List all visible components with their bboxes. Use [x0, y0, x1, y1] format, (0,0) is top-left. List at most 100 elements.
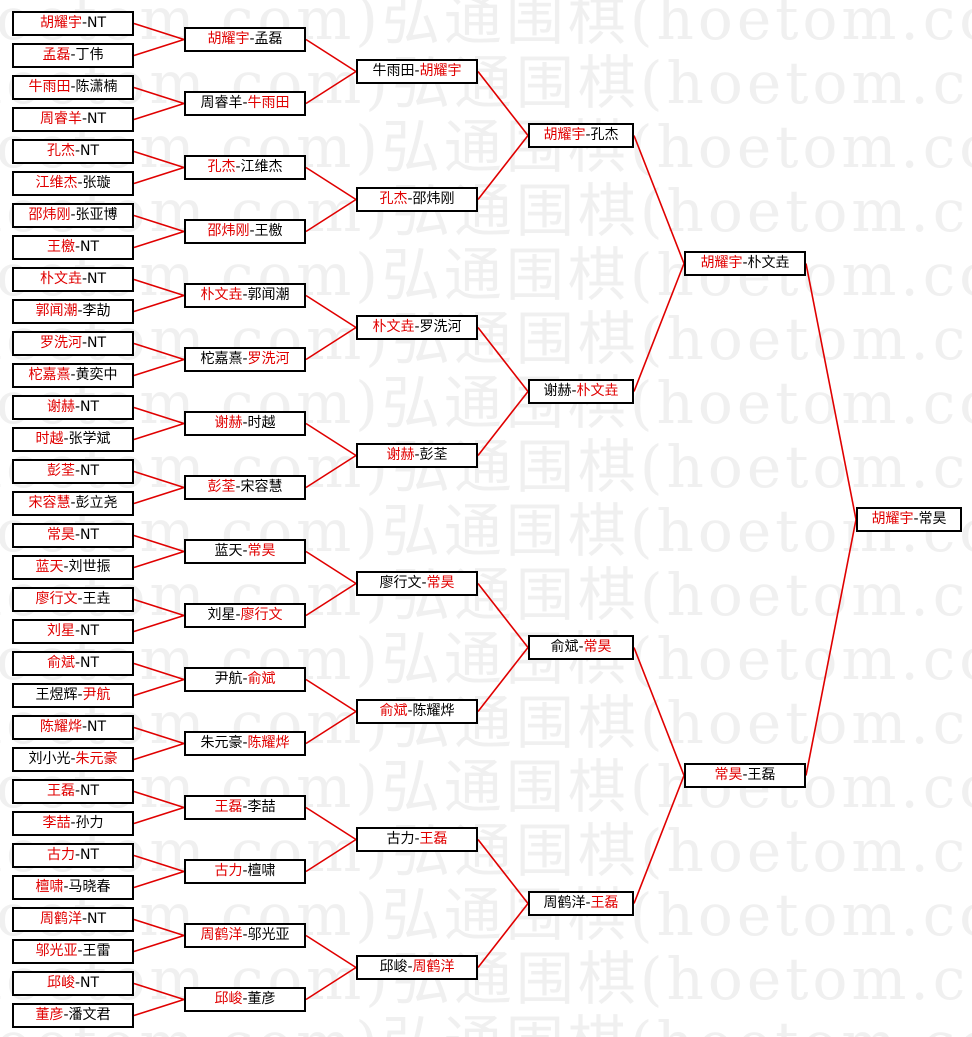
name-separator: - [242, 351, 248, 367]
bracket-connector [133, 854, 185, 873]
bracket-connector [133, 790, 185, 809]
name-separator: - [74, 623, 81, 639]
name-separator: - [70, 815, 76, 831]
match-box: 胡耀宇-孟磊 [184, 27, 306, 52]
name-separator: - [70, 47, 76, 63]
player-b-name: 宋容慧 [240, 479, 283, 495]
player-b-name: 常昊 [918, 511, 947, 527]
player-b-name: 张学斌 [68, 431, 111, 447]
bracket-connector [133, 86, 185, 105]
bracket-connector [305, 710, 357, 745]
name-separator: - [63, 431, 69, 447]
player-b-name: 罗洗河 [247, 351, 290, 367]
player-a-name: 朴文垚 [200, 287, 243, 303]
bracket-connector [305, 198, 357, 233]
bracket-connector [133, 726, 185, 745]
player-b-name: 常昊 [426, 575, 455, 591]
player-a-name: 朴文垚 [372, 319, 415, 335]
match-box: 胡耀宇-孔杰 [528, 123, 634, 148]
match-box: 刘星-NT [12, 619, 134, 644]
player-b-name: NT [80, 975, 100, 991]
bracket-connector [305, 678, 357, 713]
bracket-connector [133, 406, 185, 425]
name-separator: - [70, 207, 76, 223]
player-b-name: 孟磊 [254, 31, 283, 47]
name-separator: - [407, 703, 413, 719]
player-a-name: 谢赫 [214, 415, 243, 431]
player-a-name: 周鹤洋 [200, 927, 243, 943]
player-a-name: 孔杰 [46, 143, 75, 159]
match-box: 古力-檀啸 [184, 859, 306, 884]
player-a-name: 牛雨田 [28, 79, 71, 95]
player-a-name: 周睿羊 [39, 111, 82, 127]
player-b-name: 尹航 [82, 687, 111, 703]
match-box: 周鹤洋-邬光亚 [184, 923, 306, 948]
player-a-name: 董彦 [35, 1007, 64, 1023]
match-box: 檀啸-马晓春 [12, 875, 134, 900]
player-b-name: 罗洗河 [419, 319, 462, 335]
player-b-name: 王垚 [82, 591, 111, 607]
player-b-name: NT [87, 335, 107, 351]
bracket-connector [477, 391, 529, 456]
name-separator: - [585, 895, 591, 911]
name-separator: - [407, 191, 413, 207]
player-a-name: 蓝天 [214, 543, 243, 559]
player-b-name: 彭立尧 [75, 495, 118, 511]
player-a-name: 胡耀宇 [700, 255, 743, 271]
bracket-connector [805, 519, 857, 776]
match-box: 古力-王磊 [356, 827, 478, 852]
player-b-name: NT [87, 111, 107, 127]
name-separator: - [421, 575, 427, 591]
player-a-name: 柁嘉熹 [200, 351, 243, 367]
match-box: 俞斌-常昊 [528, 635, 634, 660]
name-separator: - [77, 943, 83, 959]
match-box: 陈耀烨-NT [12, 715, 134, 740]
player-b-name: NT [87, 271, 107, 287]
match-box: 柁嘉熹-罗洗河 [184, 347, 306, 372]
match-box: 江维杰-张璇 [12, 171, 134, 196]
player-a-name: 古力 [46, 847, 75, 863]
match-box: 周鹤洋-王磊 [528, 891, 634, 916]
player-b-name: 刘世振 [68, 559, 111, 575]
name-separator: - [249, 223, 255, 239]
name-separator: - [235, 607, 241, 623]
match-box: 古力-NT [12, 843, 134, 868]
player-a-name: 王磊 [214, 799, 243, 815]
player-a-name: 邵炜刚 [207, 223, 250, 239]
name-separator: - [70, 367, 76, 383]
name-separator: - [70, 495, 76, 511]
match-box: 刘小光-朱元豪 [12, 747, 134, 772]
match-box: 时越-张学斌 [12, 427, 134, 452]
bracket-connector [305, 70, 357, 105]
bracket-connector [133, 294, 185, 313]
name-separator: - [585, 127, 591, 143]
player-b-name: NT [80, 783, 100, 799]
match-box: 董彦-潘文君 [12, 1003, 134, 1028]
player-a-name: 周鹤洋 [39, 911, 82, 927]
player-b-name: 王磊 [747, 767, 776, 783]
name-separator: - [70, 79, 76, 95]
player-b-name: NT [80, 399, 100, 415]
match-box: 孔杰-江维杰 [184, 155, 306, 180]
match-box: 孟磊-丁伟 [12, 43, 134, 68]
bracket-connector [477, 327, 529, 392]
player-b-name: 王雷 [82, 943, 111, 959]
player-b-name: 董彦 [247, 991, 276, 1007]
bracket-connector [477, 583, 529, 648]
player-a-name: 陈耀烨 [39, 719, 82, 735]
player-b-name: 张亚博 [75, 207, 118, 223]
player-a-name: 谢赫 [543, 383, 572, 399]
player-a-name: 邱峻 [46, 975, 75, 991]
player-a-name: 李喆 [42, 815, 71, 831]
name-separator: - [74, 975, 81, 991]
match-box: 周睿羊-NT [12, 107, 134, 132]
bracket-connector [305, 934, 357, 969]
match-box: 胡耀宇-朴文垚 [684, 251, 806, 276]
match-box: 牛雨田-胡耀宇 [356, 59, 478, 84]
name-separator: - [407, 959, 413, 975]
name-separator: - [913, 511, 919, 527]
player-b-name: 潘文君 [68, 1007, 111, 1023]
player-a-name: 罗洗河 [39, 335, 82, 351]
name-separator: - [63, 559, 69, 575]
name-separator: - [742, 255, 748, 271]
